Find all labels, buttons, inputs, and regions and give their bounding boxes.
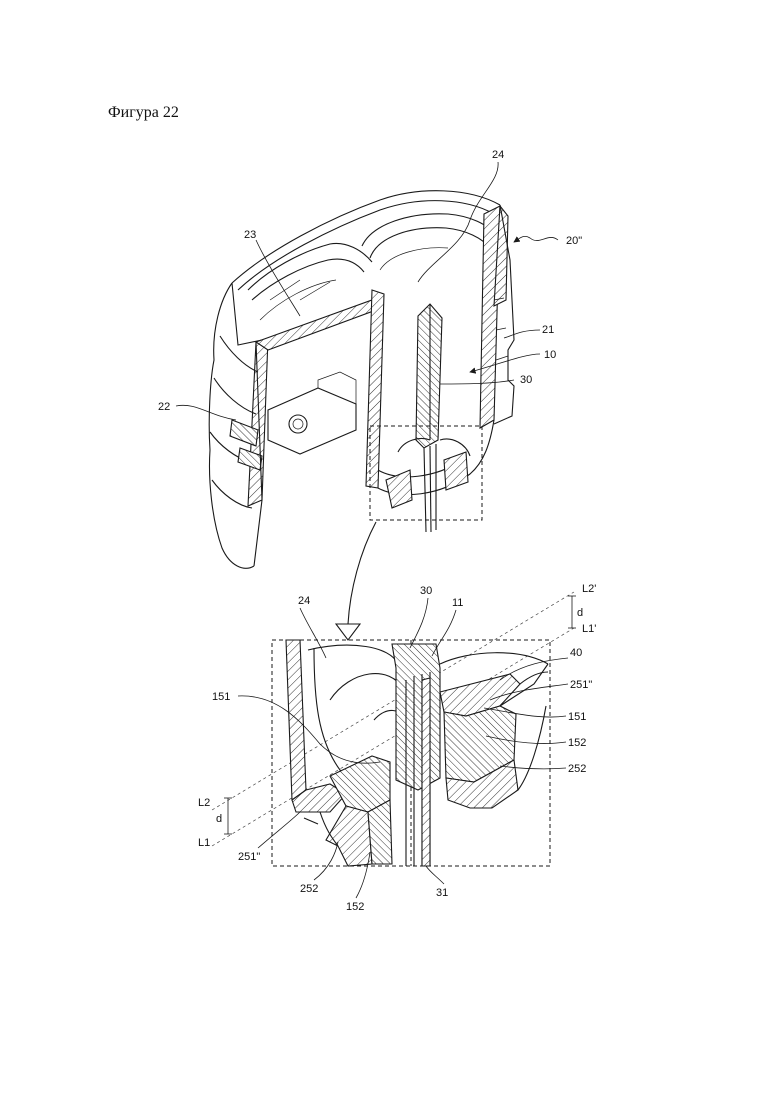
label-24-detail: 24 [298,595,310,607]
label-d-bottom: d [216,813,222,825]
label-151-left: 151 [212,691,230,703]
label-152-left: 152 [346,901,364,913]
label-251-right: 251" [570,679,592,691]
label-30-top: 30 [520,374,532,386]
label-152-right: 152 [568,737,586,749]
label-252-left: 252 [300,883,318,895]
label-252-right: 252 [568,763,586,775]
label-31: 31 [436,887,448,899]
label-21: 21 [542,324,554,336]
label-40: 40 [570,647,582,659]
label-23: 23 [244,229,256,241]
detail-enlarged-view [212,592,574,866]
label-d-top: d [577,607,583,619]
label-10: 10 [544,349,556,361]
label-20: 20" [566,235,582,247]
label-L1-prime: L1' [582,623,596,635]
label-L2: L2 [198,797,210,809]
label-251-left: 251" [238,851,260,863]
label-24-top: 24 [492,149,504,161]
label-L1: L1 [198,837,210,849]
label-L2-prime: L2' [582,583,596,595]
label-22: 22 [158,401,170,413]
label-11: 11 [452,597,463,609]
label-30-detail: 30 [420,585,432,597]
label-151-right: 151 [568,711,586,723]
cap-isometric-view [209,191,514,569]
